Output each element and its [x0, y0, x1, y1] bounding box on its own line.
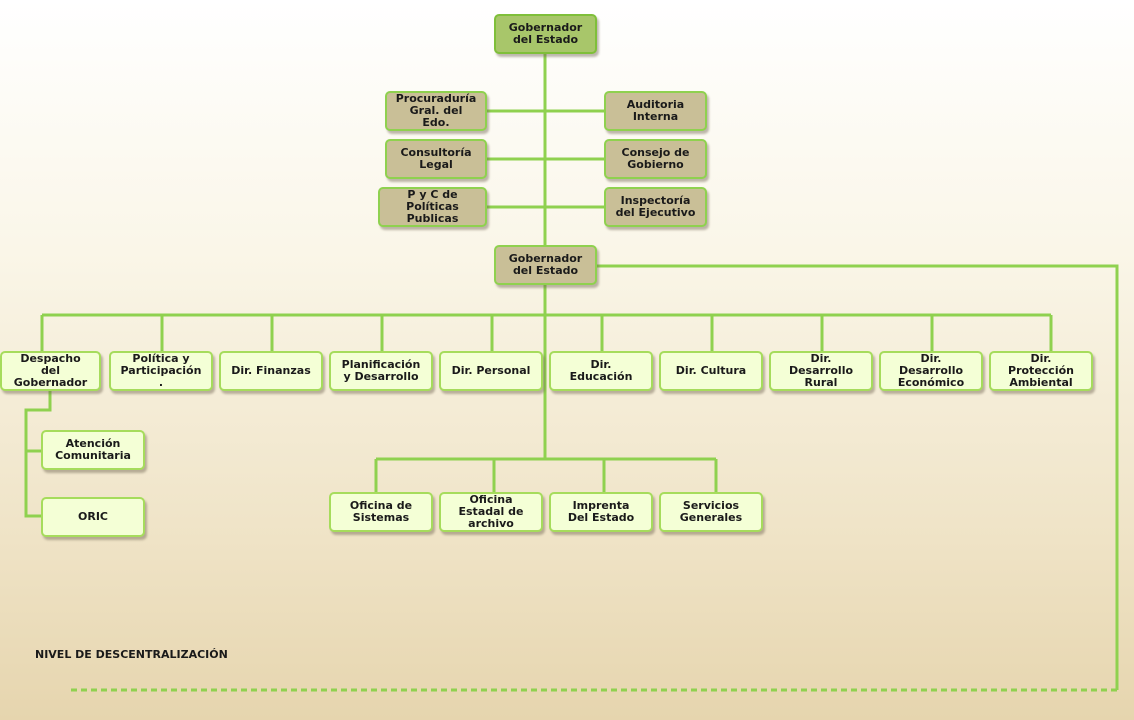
box-oric[interactable]: ORIC	[41, 497, 145, 537]
box-consejo[interactable]: Consejo de Gobierno	[604, 139, 707, 179]
box-educacion[interactable]: Dir. Educación	[549, 351, 653, 391]
box-planificacion[interactable]: Planificación y Desarrollo	[329, 351, 433, 391]
box-desarrollo-economico[interactable]: Dir. Desarrollo Económico	[879, 351, 983, 391]
box-finanzas[interactable]: Dir. Finanzas	[219, 351, 323, 391]
box-despacho[interactable]: Despacho del Gobernador	[0, 351, 101, 391]
governor-top-box[interactable]: Gobernador del Estado	[494, 14, 597, 54]
box-servicios-generales[interactable]: Servicios Generales	[659, 492, 763, 532]
box-imprenta[interactable]: Imprenta Del Estado	[549, 492, 653, 532]
box-proteccion-ambiental[interactable]: Dir. Protección Ambiental	[989, 351, 1093, 391]
box-atencion-comunitaria[interactable]: Atención Comunitaria	[41, 430, 145, 470]
box-politica[interactable]: Política y Participación .	[109, 351, 213, 391]
governor-second-box[interactable]: Gobernador del Estado	[494, 245, 597, 285]
box-oficina-sistemas[interactable]: Oficina de Sistemas	[329, 492, 433, 532]
box-personal[interactable]: Dir. Personal	[439, 351, 543, 391]
decentralization-line	[596, 264, 1119, 690]
box-pyc-politicas[interactable]: P y C de Políticas Publicas	[378, 187, 487, 227]
box-procuraduria[interactable]: Procuraduría Gral. del Edo.	[385, 91, 487, 131]
box-oficina-archivo[interactable]: Oficina Estadal de archivo	[439, 492, 543, 532]
box-inspectoria[interactable]: Inspectoría del Ejecutivo	[604, 187, 707, 227]
box-auditoria[interactable]: Auditoria Interna	[604, 91, 707, 131]
despacho-branch	[24, 391, 52, 518]
box-cultura[interactable]: Dir. Cultura	[659, 351, 763, 391]
box-desarrollo-rural[interactable]: Dir. Desarrollo Rural	[769, 351, 873, 391]
decentralization-level-label: NIVEL DE DESCENTRALIZACIÓN	[35, 648, 228, 661]
box-consultoria[interactable]: Consultoría Legal	[385, 139, 487, 179]
